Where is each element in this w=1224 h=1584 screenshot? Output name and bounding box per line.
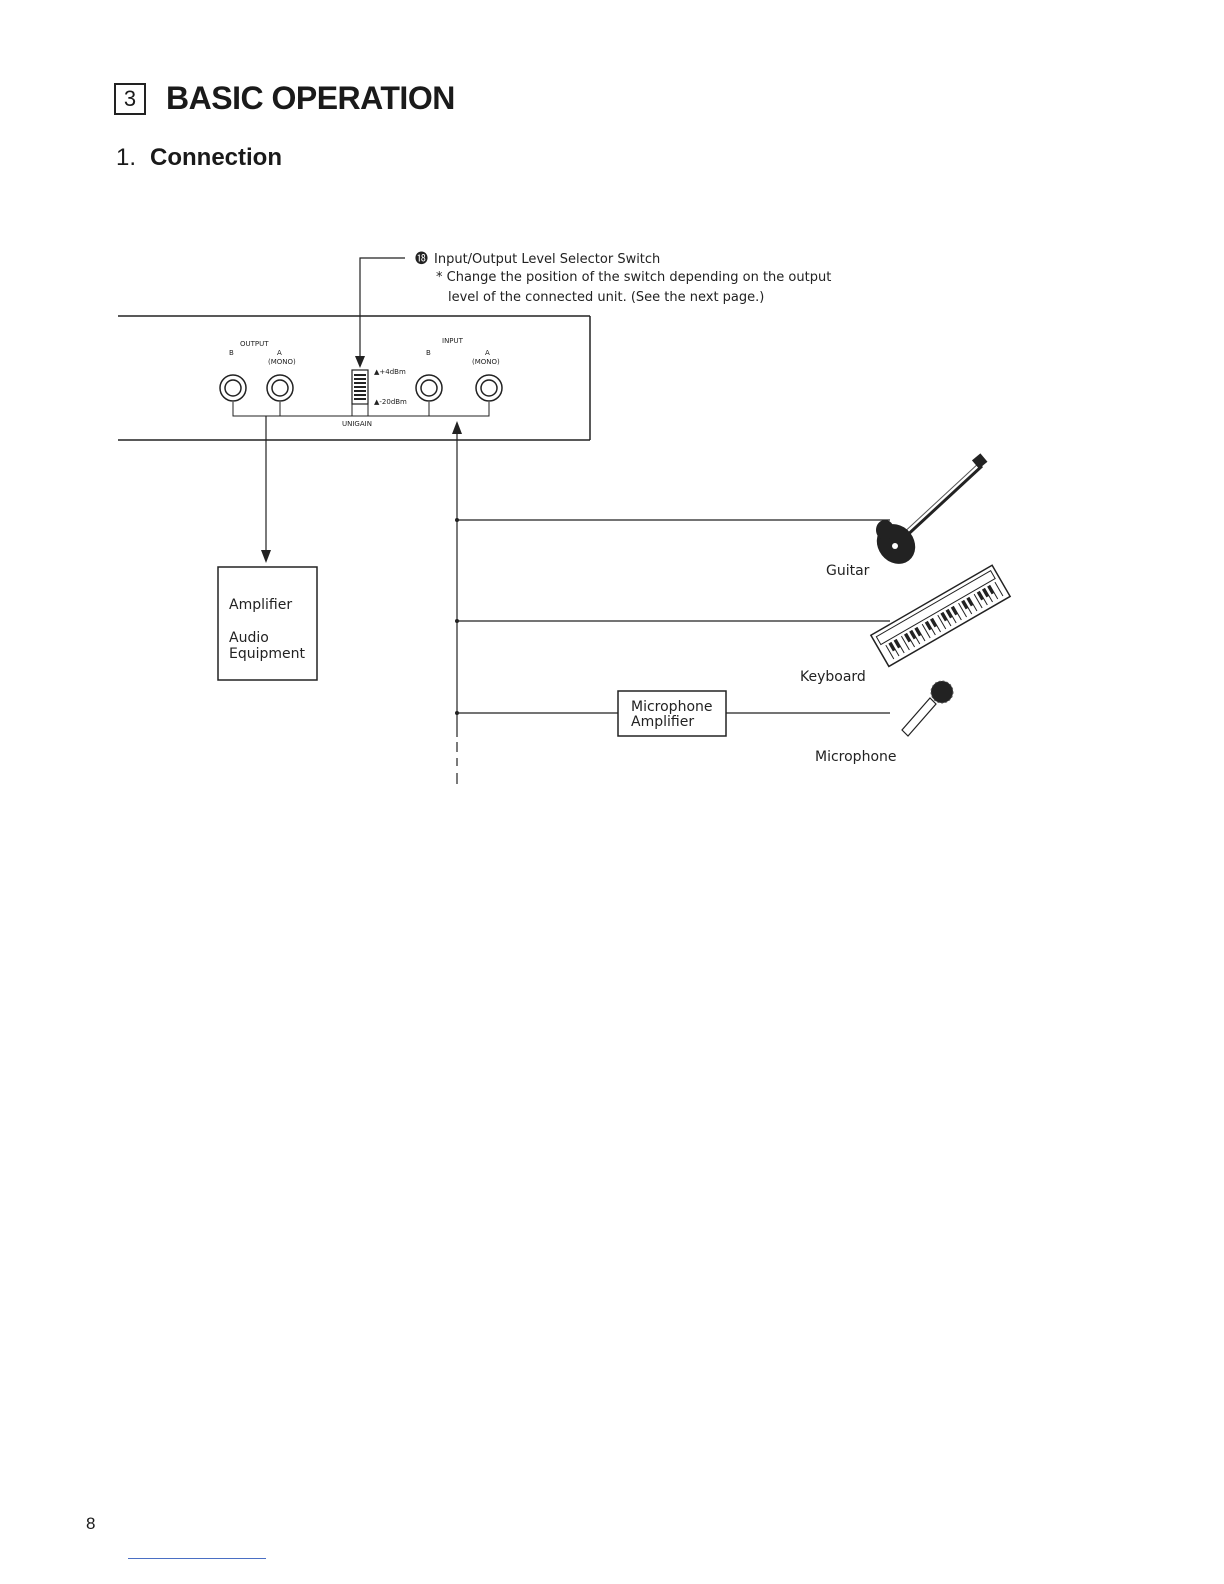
callout-leader	[359, 257, 405, 362]
microphone-label: Microphone	[815, 749, 897, 765]
guitar-icon	[876, 453, 988, 564]
guitar-label: Guitar	[826, 563, 870, 579]
output-jack-b-label: B	[229, 349, 234, 357]
mic-amp-label-line1: Microphone	[631, 699, 713, 715]
subsection-heading: 1. Connection	[116, 144, 282, 172]
input-mono-label: (MONO)	[472, 358, 500, 366]
input-cable	[456, 428, 890, 737]
bottom-rule	[128, 1558, 266, 1559]
callout-note-line2: level of the connected unit. (See the ne…	[448, 290, 764, 305]
section-heading: 3 BASIC OPERATION	[114, 80, 455, 117]
jack-brackets	[232, 402, 490, 417]
audio-label: Audio	[229, 630, 269, 646]
input-cable-arrow	[452, 421, 462, 434]
unigain-label: UNIGAIN	[342, 420, 372, 428]
mic-amplifier-box	[617, 690, 727, 737]
level-high-label: ▲+4dBm	[374, 368, 406, 376]
keyboard-icon	[869, 564, 1012, 668]
callout-text: ⓲ Input/Output Level Selector Switch * C…	[415, 252, 831, 305]
input-label: INPUT	[442, 337, 464, 345]
section-number-box: 3	[114, 82, 146, 115]
output-jack-a-label: A	[277, 349, 282, 357]
callout-note-line1: * Change the position of the switch depe…	[436, 270, 831, 285]
output-jack-a	[266, 374, 294, 402]
output-cable-arrow	[261, 550, 271, 563]
microphone-icon	[901, 680, 954, 737]
level-selector-switch	[351, 369, 369, 405]
output-mono-label: (MONO)	[268, 358, 296, 366]
output-jack-b	[219, 374, 247, 402]
amplifier-box	[217, 566, 318, 681]
subsection-number: 1.	[116, 144, 137, 171]
page-number: 8	[86, 1514, 96, 1533]
keyboard-label: Keyboard	[800, 669, 866, 685]
mic-amp-label-line2: Amplifier	[631, 714, 694, 730]
callout-marker: ⓲	[415, 252, 428, 267]
callout-arrow	[355, 356, 365, 368]
input-jack-b	[415, 374, 443, 402]
level-low-label: ▲-20dBm	[374, 398, 407, 406]
section-title: BASIC OPERATION	[166, 80, 455, 116]
output-label: OUTPUT	[240, 340, 269, 348]
rear-panel	[118, 315, 591, 441]
amplifier-label: Amplifier	[229, 597, 292, 613]
input-jack-b-label: B	[426, 349, 431, 357]
input-jack-a-label: A	[485, 349, 490, 357]
input-jack-a	[475, 374, 503, 402]
junction-dots	[455, 518, 459, 715]
subsection-title: Connection	[150, 144, 283, 171]
equipment-label: Equipment	[229, 646, 306, 662]
callout-title: Input/Output Level Selector Switch	[434, 252, 660, 267]
